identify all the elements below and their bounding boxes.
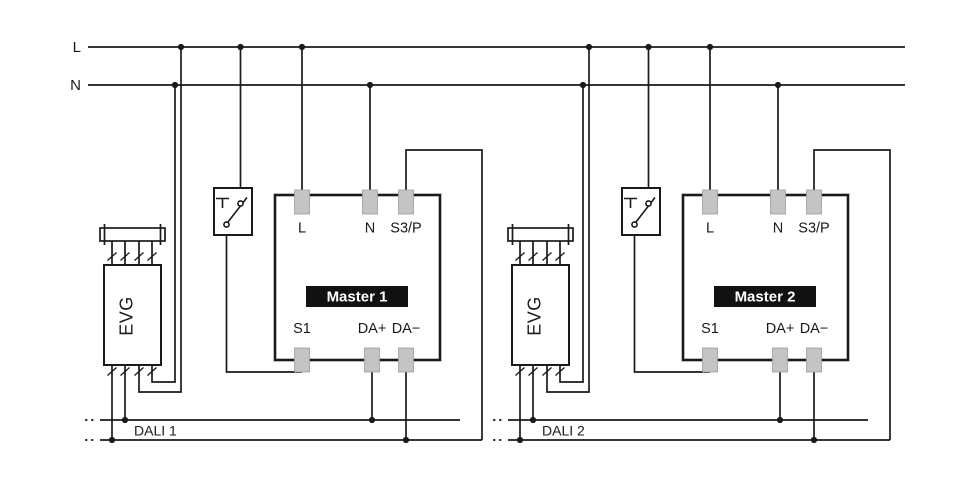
evg-label: EVG — [117, 296, 137, 336]
terminal-label-da-minus: DA− — [800, 321, 829, 337]
terminal-label-n: N — [365, 221, 375, 237]
unit-2-labels: EVG L N S3/P Master 2 S1 DA+ DA− DALI 2 — [525, 221, 830, 439]
master-label: Master 1 — [327, 289, 388, 306]
terminal-label-s3p: S3/P — [798, 221, 829, 237]
l-rail-label: L — [73, 39, 81, 56]
terminal-label-s1: S1 — [293, 321, 311, 337]
dali-bus-label: DALI 1 — [134, 423, 177, 439]
terminal-label-da-plus: DA+ — [766, 321, 795, 337]
terminal-label-n: N — [773, 221, 783, 237]
terminal-label-s3p: S3/P — [390, 221, 421, 237]
master-label: Master 2 — [735, 289, 796, 306]
unit-1-labels: EVG L N S3/P Master 1 S1 DA+ DA− DALI 1 — [117, 221, 422, 439]
dali-bus-label: DALI 2 — [542, 423, 585, 439]
evg-label: EVG — [525, 296, 545, 336]
power-rails: L N — [70, 39, 905, 94]
terminal-label-da-minus: DA− — [392, 321, 421, 337]
terminal-label-s1: S1 — [701, 321, 719, 337]
n-rail-label: N — [70, 77, 81, 94]
terminal-label-da-plus: DA+ — [358, 321, 387, 337]
terminal-label-l: L — [706, 221, 714, 237]
unit-1-graphics — [84, 42, 484, 445]
terminal-label-l: L — [298, 221, 306, 237]
unit-2-graphics — [492, 42, 892, 445]
